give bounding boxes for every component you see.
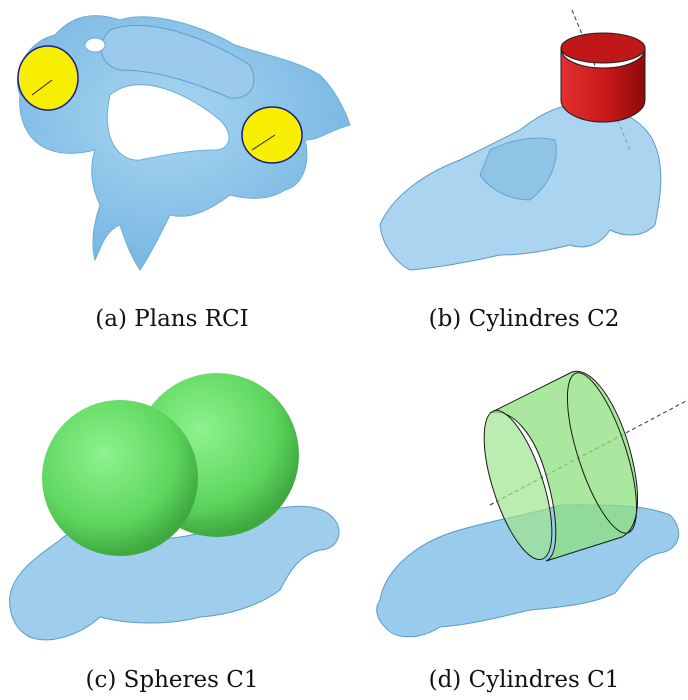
upper-arch [100,25,255,99]
panel-c-image [0,355,360,655]
green-cylinder-face-left [483,409,553,561]
vertebral-foramen [106,84,230,161]
small-hole [84,37,106,53]
plane-disc-left [17,45,79,111]
plane-normal-right [251,134,276,151]
vertebra-c1-spheres-render [9,373,340,641]
caption-b: (b) Cylindres C2 [428,306,620,332]
green-cylinder-side [489,370,639,562]
caption-d: (d) Cylindres C1 [428,667,620,693]
red-cylinder-side [560,47,646,123]
vertebra-c1-planes-render [16,15,351,271]
panel-d-image [360,355,688,655]
panel-b-image [360,0,688,290]
green-cylinder-face-right [566,372,638,534]
caption-a: (a) Plans RCI [95,306,249,332]
vertebra-c2-inner [479,137,557,201]
vertebra-c2-cylinder-render [379,9,662,271]
plane-disc-right [241,106,303,164]
panel-a-image [0,0,360,290]
caption-c: (c) Spheres C1 [85,667,259,693]
plane-normal-left [31,79,53,96]
red-cylinder-top [560,32,646,64]
sphere-left [42,400,198,556]
vertebra-c1-cylinder-render [376,370,688,638]
